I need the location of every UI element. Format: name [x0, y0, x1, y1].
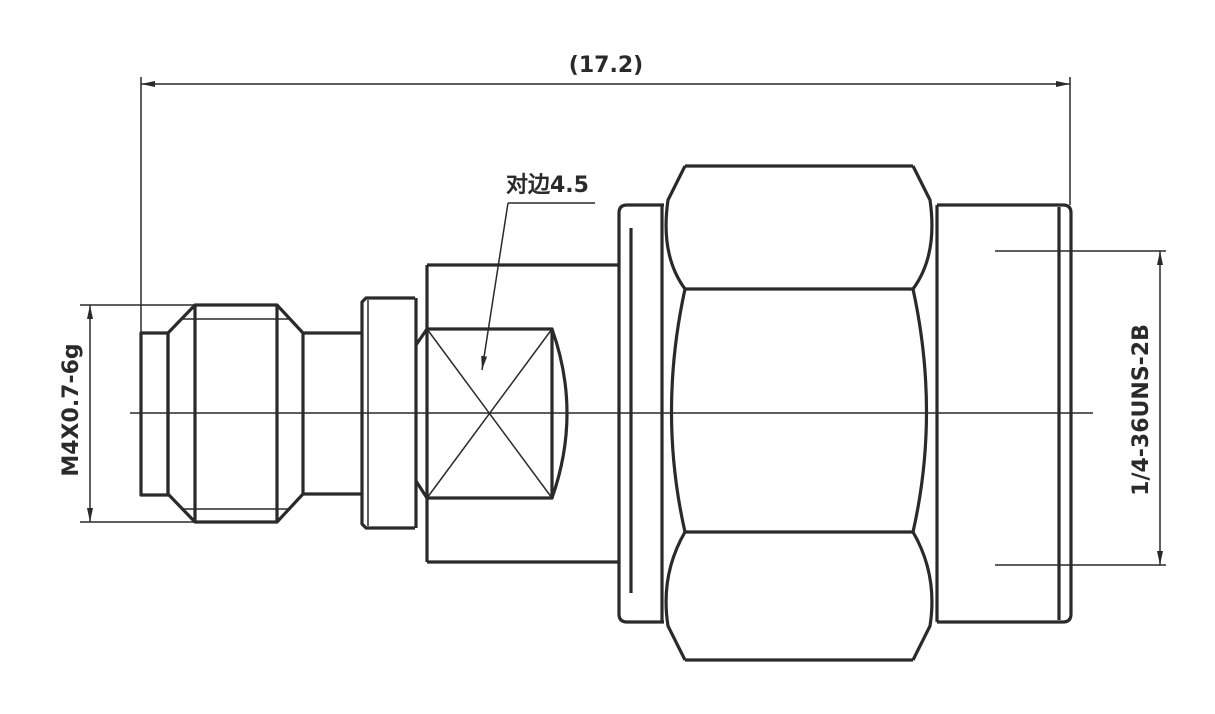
right-thread-label: 1/4-36UNS-2B	[1129, 324, 1154, 496]
hex-nut	[660, 164, 939, 662]
left-thread-dimension: M4X0.7-6g	[59, 304, 195, 523]
flat-width-label: 对边4.5	[506, 173, 589, 198]
overall-length-label: (17.2)	[569, 53, 643, 78]
left-thread-label: M4X0.7-6g	[59, 343, 84, 476]
left-stub	[139, 331, 170, 497]
flat-width-callout: 对边4.5	[481, 173, 595, 371]
collar	[360, 296, 415, 530]
right-sleeve	[937, 203, 1073, 624]
body	[414, 263, 620, 564]
overall-length-dimension: (17.2)	[140, 53, 1071, 332]
flange	[617, 203, 664, 624]
neck	[303, 331, 362, 496]
right-thread-dimension: 1/4-36UNS-2B	[995, 250, 1166, 566]
